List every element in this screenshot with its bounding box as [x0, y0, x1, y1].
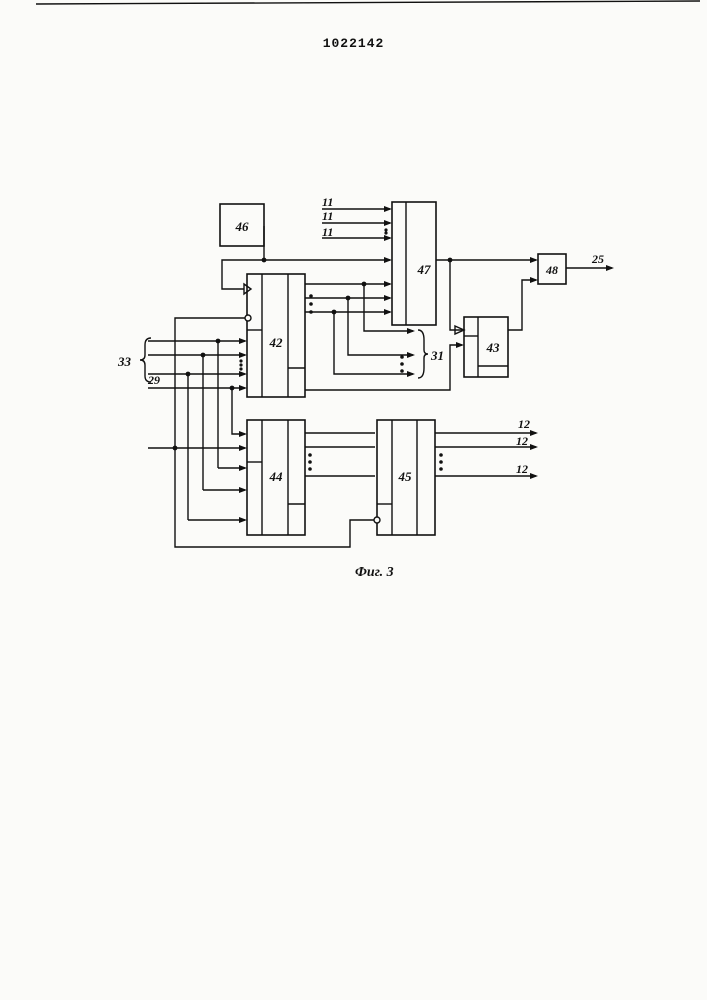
block-44-label: 44: [269, 469, 284, 484]
block-45: 45: [377, 420, 435, 535]
wire-inputs-44: [148, 445, 247, 523]
block-42-label: 42: [269, 335, 284, 350]
output-12-label-a: 12: [518, 417, 530, 431]
output-12-label-b: 12: [516, 434, 528, 448]
wire-42-out-bus: 31: [305, 281, 444, 378]
block-47-label: 47: [417, 262, 432, 277]
input-11-label-b: 11: [322, 209, 333, 223]
block-43-label: 43: [486, 340, 501, 355]
block-45-label: 45: [398, 469, 413, 484]
bus-31-label: 31: [430, 348, 444, 363]
block-46-label: 46: [235, 219, 250, 234]
input-29-label: 29: [147, 373, 160, 387]
input-11-label-c: 11: [322, 225, 333, 239]
wire-44-to-45: [305, 433, 375, 476]
block-42: 42: [247, 274, 305, 397]
block-44: 44: [247, 420, 305, 535]
wire-43-to-48: [508, 277, 538, 330]
block-46: 46: [220, 204, 264, 246]
output-25-label: 25: [591, 252, 604, 266]
block-43: 43: [464, 317, 508, 377]
output-12-label-c: 12: [516, 462, 528, 476]
page-top-border: [36, 1, 700, 4]
bus-33-label: 33: [117, 354, 132, 369]
figure-caption: Фиг. 3: [355, 565, 394, 580]
block-48-label: 48: [545, 263, 558, 277]
input-11-label-a: 11: [322, 195, 333, 209]
outputs-12: 12 12 12: [435, 417, 538, 479]
inputs-33-29: 33 29: [117, 338, 247, 520]
block-48: 48: [538, 254, 566, 284]
output-25: 25: [566, 252, 614, 271]
block-47: 47: [392, 202, 436, 325]
inputs-11: 11 11 11: [322, 195, 392, 241]
